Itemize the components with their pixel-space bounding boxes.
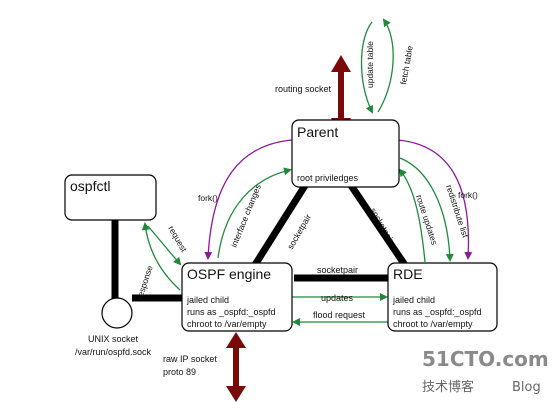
parent-title: Parent (297, 124, 338, 140)
socketpair-connections (111, 182, 410, 302)
parent-line-1: root priviledges (297, 173, 359, 183)
socketpair-left-label: socketpair (285, 212, 313, 251)
routing-socket-label: routing socket (275, 84, 332, 94)
fetch-table-label: fetch table (398, 45, 415, 86)
request-arrow (147, 225, 182, 266)
route-updates-label: route updates (414, 194, 440, 247)
fork-left-arrow (204, 139, 293, 260)
interface-changes-arrow (217, 167, 292, 259)
watermark-blog: Blog (512, 380, 541, 395)
fetch-table-arrow (377, 18, 394, 113)
ospf-engine-box: OSPF engine jailed child runs as _ospfd:… (181, 262, 293, 332)
fork-left-label: fork() (198, 193, 218, 203)
ospfctl-title: ospfctl (70, 178, 110, 194)
watermark: 51CTO.com 技术博客 Blog (422, 347, 549, 395)
parent-rde-link (347, 182, 410, 270)
rde-title: RDE (393, 266, 423, 282)
ospf-engine-title: OSPF engine (187, 266, 271, 282)
response-arrow (141, 222, 181, 291)
update-table-arrow (360, 21, 374, 114)
rde-line-2: runs as _ospfd:_ospfd (393, 307, 482, 317)
unix-socket-path: /var/run/ospfd.sock (75, 347, 152, 357)
parent-box: Parent root priviledges (291, 119, 400, 188)
unix-socket-label: UNIX socket (88, 334, 139, 344)
ospf-engine-line-3: chroot to /var/empty (187, 319, 267, 329)
socketpair-bottom-label: socketpair (317, 265, 358, 275)
updates-label: updates (321, 293, 354, 303)
rde-line-1: jailed child (392, 295, 435, 305)
update-table-label: update table (365, 41, 375, 88)
socketpair-right-label: socketpair (368, 206, 396, 245)
interface-changes-label: interface changes (229, 183, 263, 249)
flood-request-label: flood request (313, 310, 366, 320)
ospf-engine-line-2: runs as _ospfd:_ospfd (187, 307, 276, 317)
redistribute-list-arrow (399, 157, 454, 262)
watermark-site: 51CTO.com (422, 347, 549, 371)
raw-ip-socket-label: raw IP socket (163, 354, 217, 364)
fork-right-arrow (397, 139, 473, 260)
watermark-sub: 技术博客 (422, 379, 474, 395)
rde-box: RDE jailed child runs as _ospfd:_ospfd c… (387, 262, 498, 332)
unix-socket-circle (101, 297, 133, 329)
route-updates-arrow (398, 168, 426, 263)
raw-ip-socket-arrow (226, 332, 246, 402)
rde-line-3: chroot to /var/empty (393, 319, 473, 329)
request-label: request (166, 224, 189, 254)
proto-label: proto 89 (163, 367, 196, 377)
fork-right-label: fork() (458, 190, 478, 200)
ospf-engine-line-1: jailed child (186, 295, 229, 305)
engine-parent-link (250, 182, 309, 270)
ospfctl-box: ospfctl (64, 174, 157, 221)
